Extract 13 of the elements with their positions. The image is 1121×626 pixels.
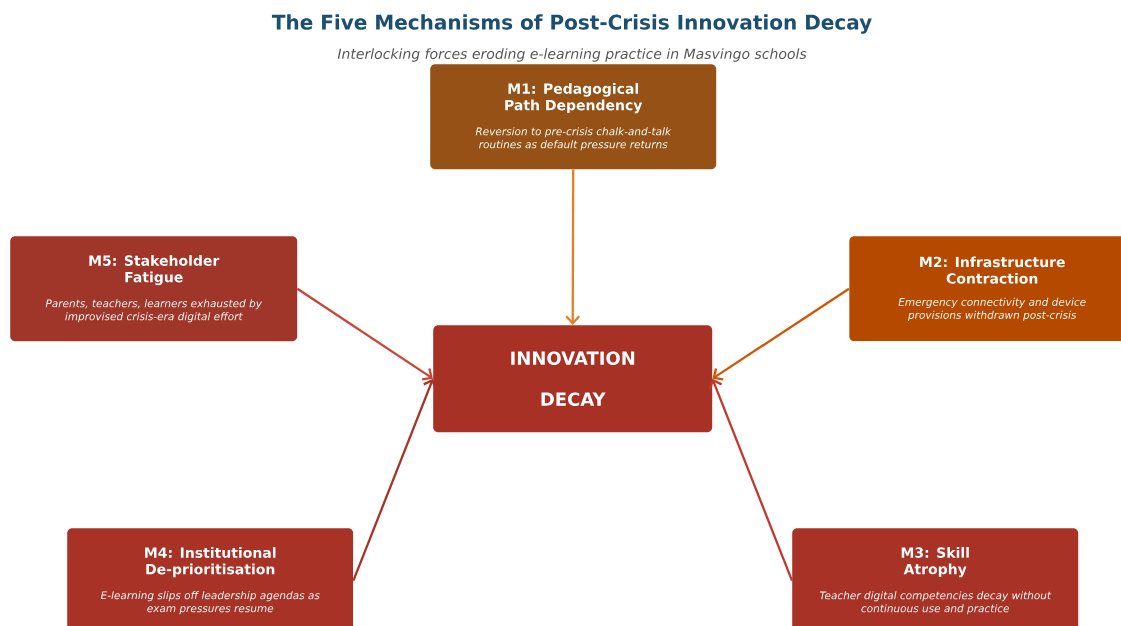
arrow (565, 169, 581, 325)
mechanism-box: M5: Stakeholder Fatigue Parents, teachers, learners exhausted by improvised crisis-era digital effort (10, 236, 298, 342)
arrow (712, 287, 850, 381)
central-box: INNOVATION DECAY (433, 325, 713, 433)
mechanism-box: M4: Institutional De-prioritisation E-learning slips off leadership agendas as exam pressures resume (67, 528, 354, 626)
mechanism-box: M3: Skill Atrophy Teacher digital competencies decay without continuous use and practice (792, 528, 1079, 626)
title: The Five Mechanisms of Post-Crisis Innovation Decay (271, 14, 872, 34)
mechanism-box: M2: Infrastructure Contraction Emergency connectivity and device provisions withdrawn post-crisis (849, 236, 1121, 342)
arrow (352, 378, 437, 582)
arrow (296, 287, 433, 381)
arrow (708, 378, 794, 582)
subtitle: Interlocking forces eroding e-learning practice in Masvingo schools (337, 48, 807, 62)
mechanism-box: M1: Pedagogical Path Dependency Reversion to pre-crisis chalk-and-talk routines as default pressure returns (430, 64, 717, 170)
